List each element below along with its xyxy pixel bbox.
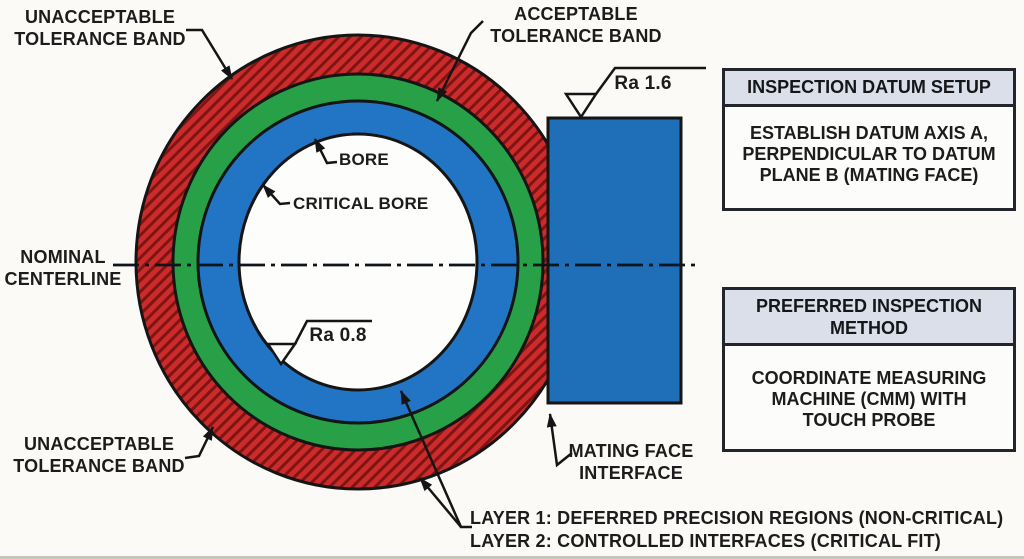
leader-unacceptable-top [186,28,234,80]
surface-finish-icon [563,92,599,120]
leader-layer-noncritical [419,477,462,528]
preferred-inspection-method-box: PREFERRED INSPECTION METHOD COORDINATE M… [722,287,1016,452]
leader-mating-face [546,413,573,468]
leader-unacceptable-bottom [184,426,215,460]
bore-hole [237,132,479,392]
label-layer2: LAYER 2: CONTROLLED INTERFACES (CRITICAL… [470,531,942,551]
leader-bore [313,138,338,165]
leader-acceptable [435,20,484,102]
label-unacceptable-band-top: UNACCEPTABLE TOLERANCE BAND [14,7,186,49]
inspection-datum-setup-header: INSPECTION DATUM SETUP [725,71,1013,107]
inspection-datum-setup-box: INSPECTION DATUM SETUP ESTABLISH DATUM A… [722,68,1016,211]
surface-finish-icon [265,342,298,367]
surface-finish-arm [594,66,706,95]
label-ra-1-6: Ra 1.6 [614,73,672,94]
leader-critical-bore [262,184,291,206]
label-layer1: LAYER 1: DEFERRED PRECISION REGIONS (NON… [470,508,1004,528]
label-unacceptable-band-bottom: UNACCEPTABLE TOLERANCE BAND [13,434,185,476]
label-ra-0-8: Ra 0.8 [309,325,367,346]
preferred-inspection-method-header: PREFERRED INSPECTION METHOD [725,290,1013,346]
inspection-datum-setup-body: ESTABLISH DATUM AXIS A, PERPENDICULAR TO… [742,123,996,185]
label-bore: BORE [339,150,389,169]
label-nominal-centerline: NOMINAL CENTERLINE [4,247,122,289]
surface-finish-arm [293,319,372,345]
mating-face-rect [546,116,683,405]
preferred-inspection-method-body: COORDINATE MEASURING MACHINE (CMM) WITH … [751,368,987,430]
label-acceptable-band: ACCEPTABLE TOLERANCE BAND [490,4,662,46]
label-critical-bore: CRITICAL BORE [293,194,429,213]
label-mating-face-interface: MATING FACE INTERFACE [568,441,694,483]
